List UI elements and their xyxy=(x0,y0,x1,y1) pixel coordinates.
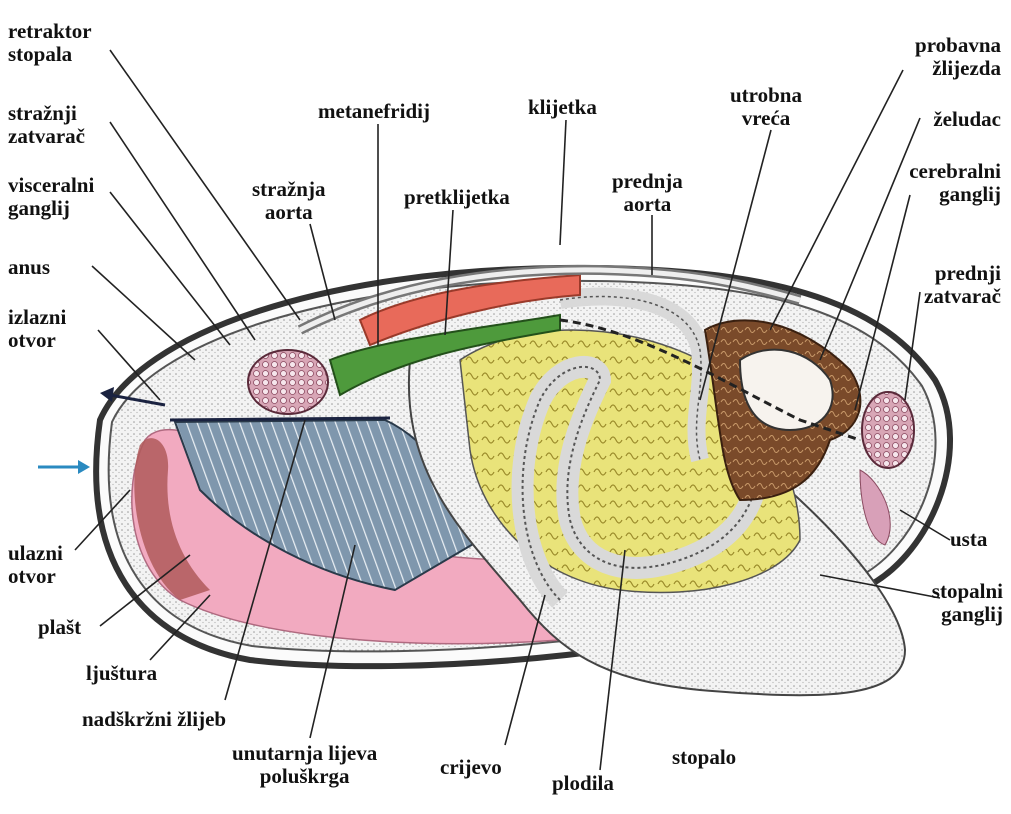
label-retraktor-stopala: retraktor stopala xyxy=(8,20,92,66)
label-usta: usta xyxy=(950,528,987,551)
label-cerebralni-ganglij: cerebralni ganglij xyxy=(909,160,1001,206)
label-izlazni-otvor: izlazni otvor xyxy=(8,306,66,352)
label-nadskrzni-zlijeb: nadškržni žlijeb xyxy=(82,708,226,731)
label-visceralni-ganglij: visceralni ganglij xyxy=(8,174,94,220)
label-anus: anus xyxy=(8,256,50,279)
label-plast: plašt xyxy=(38,616,81,639)
label-utrobna-vreca: utrobna vreća xyxy=(730,84,802,130)
label-stopalo: stopalo xyxy=(672,746,736,769)
posterior-adductor xyxy=(248,350,328,414)
label-straznja-aorta: stražnja aorta xyxy=(252,178,325,224)
label-klijetka: klijetka xyxy=(528,96,597,119)
label-metanefridij: metanefridij xyxy=(318,100,430,123)
label-stopalni-ganglij: stopalni ganglij xyxy=(932,580,1003,626)
label-probavna-zlijezda: probavna žlijezda xyxy=(915,34,1001,80)
label-zeludac: želudac xyxy=(933,108,1001,131)
label-crijevo: crijevo xyxy=(440,756,502,779)
label-plodila: plodila xyxy=(552,772,614,795)
label-prednja-aorta: prednja aorta xyxy=(612,170,683,216)
label-pretklijetka: pretklijetka xyxy=(404,186,510,209)
label-ulazni-otvor: ulazni otvor xyxy=(8,542,63,588)
label-unutarnja-poluskrga: unutarnja lijeva poluškrga xyxy=(232,742,377,788)
label-straznji-zatvarac: stražnji zatvarač xyxy=(8,102,85,148)
label-prednji-zatvarac: prednji zatvarač xyxy=(924,262,1001,308)
label-ljustura: ljuštura xyxy=(86,662,157,685)
anterior-adductor xyxy=(862,392,914,468)
